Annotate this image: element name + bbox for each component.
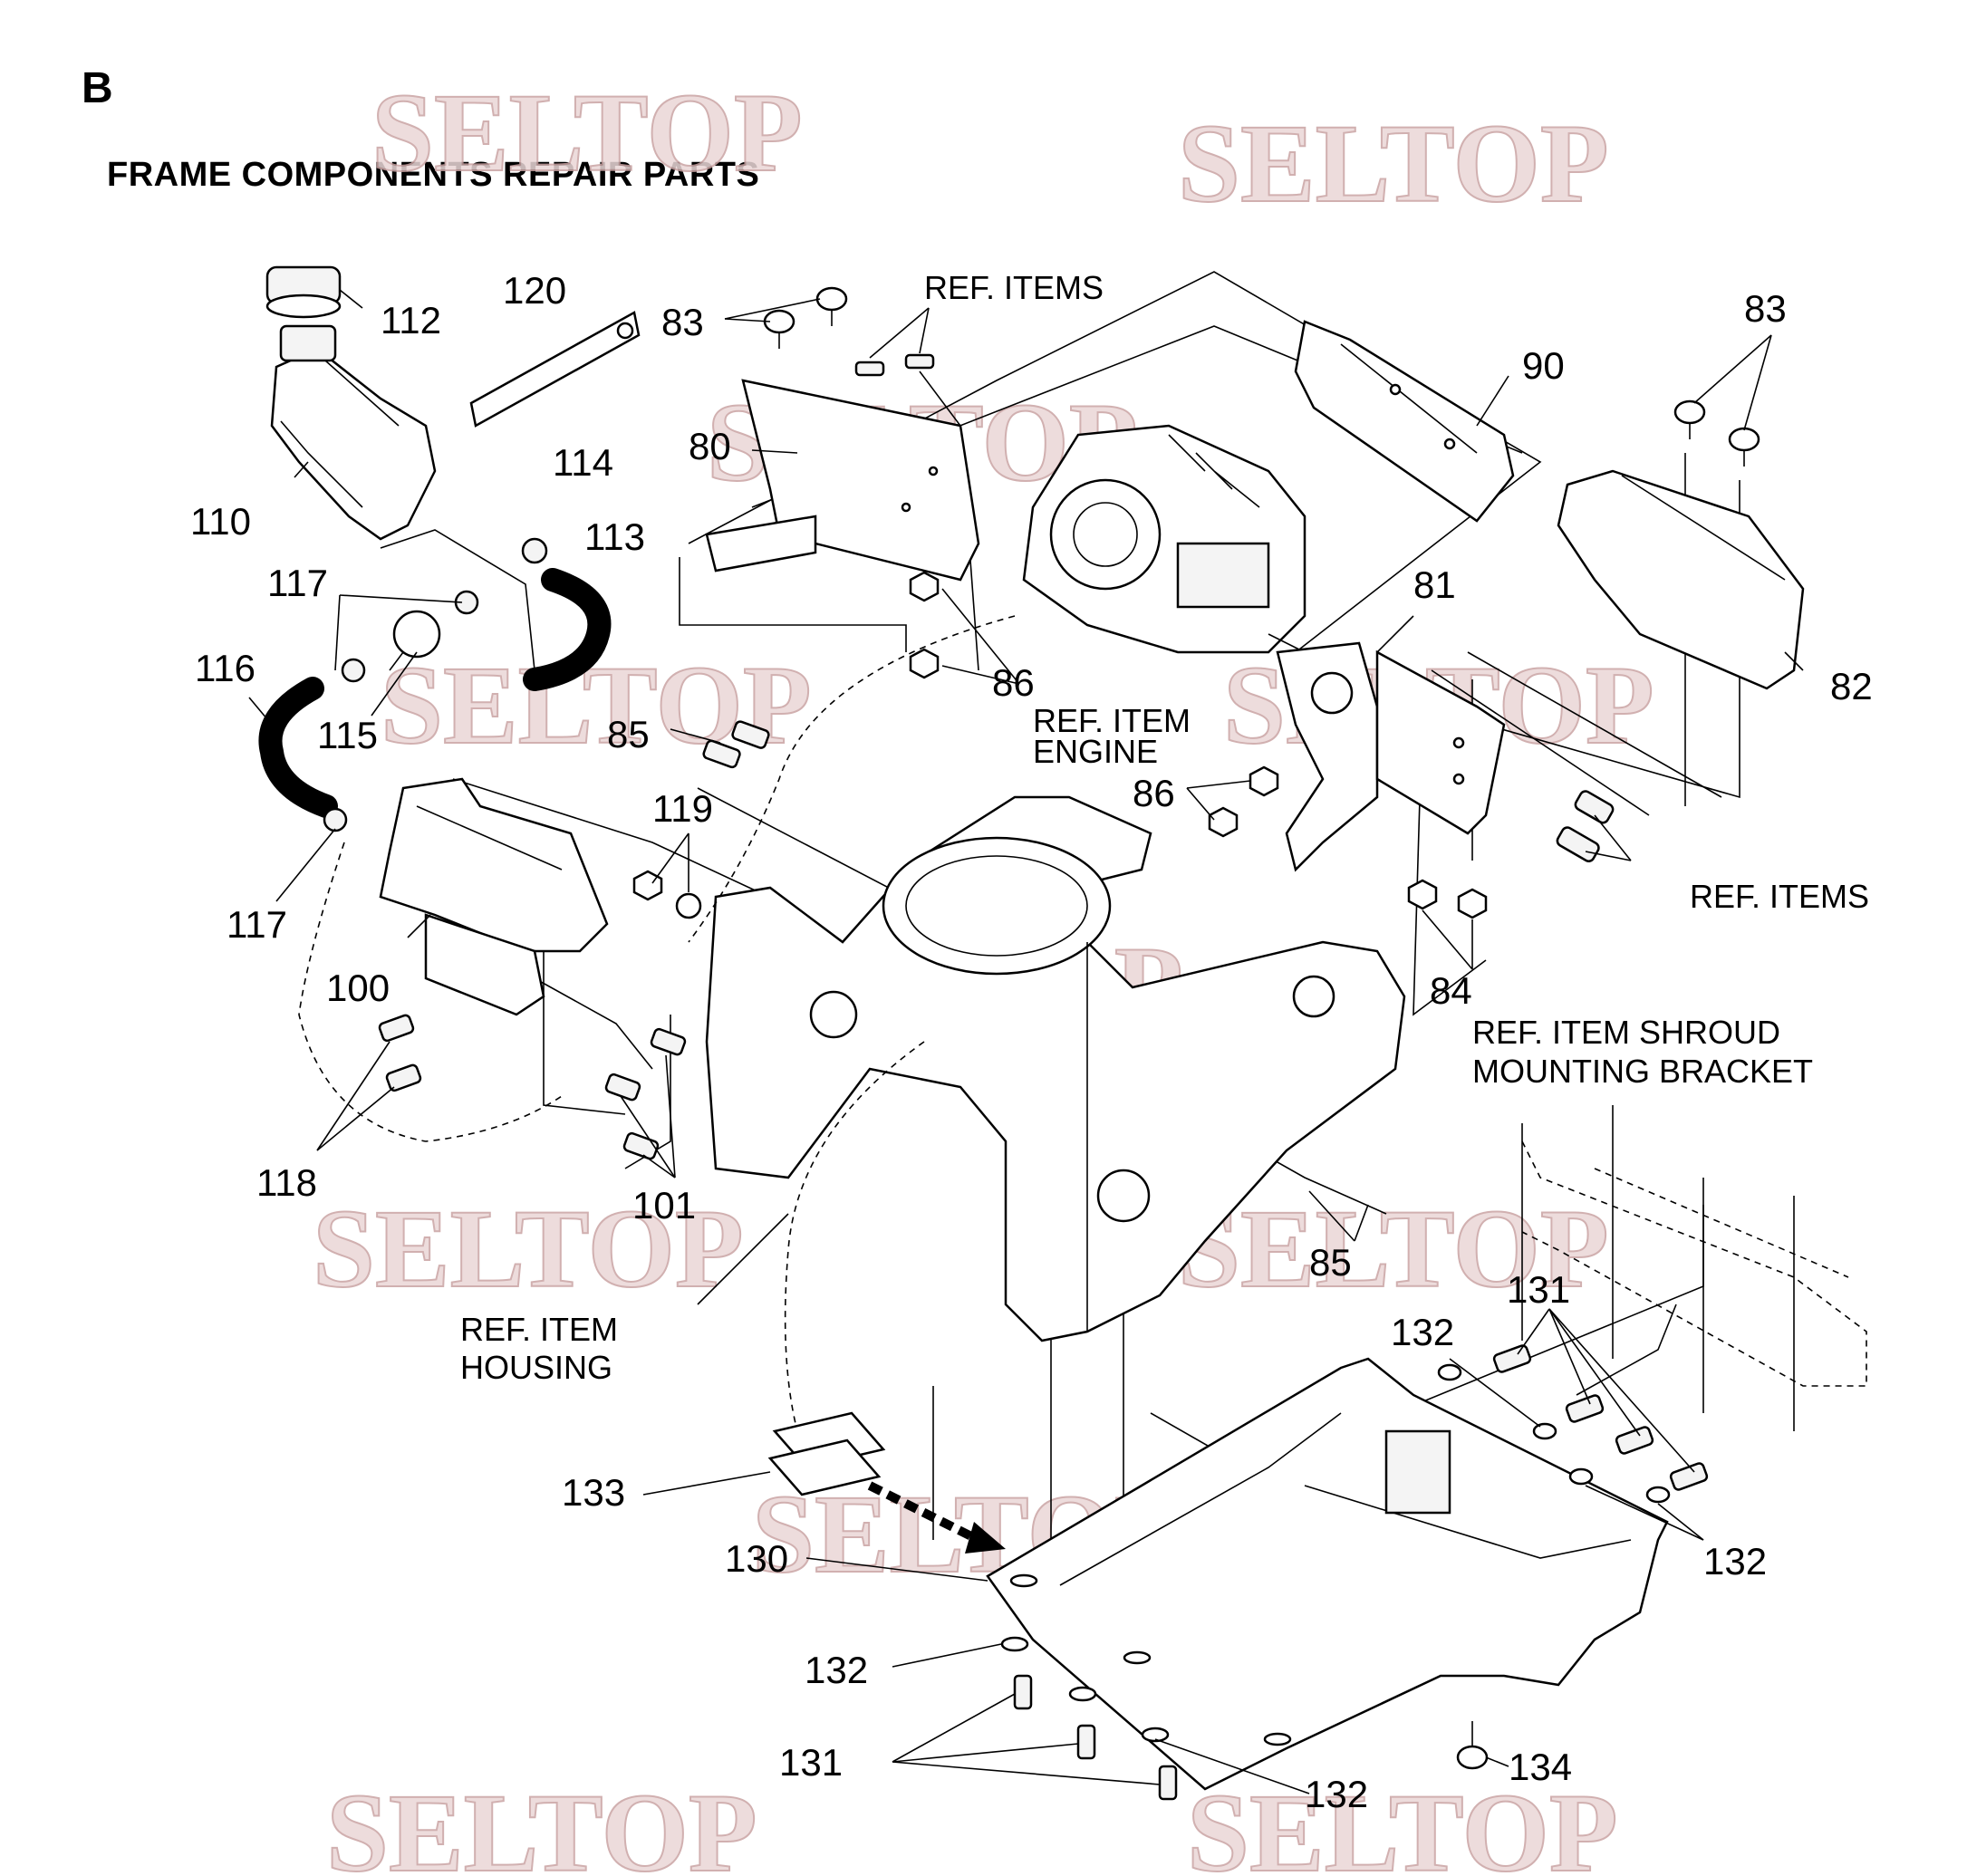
ref-shroud-line1: REF. ITEM SHROUD <box>1472 1014 1780 1051</box>
callout-80: 80 <box>689 425 731 467</box>
gas-cap <box>265 265 342 319</box>
ref-shroud-line2: MOUNTING BRACKET <box>1472 1053 1813 1090</box>
callout-113: 113 <box>584 515 645 558</box>
frame-housing <box>705 795 1406 1342</box>
watermark: SELTOP <box>381 643 812 767</box>
callout-133: 133 <box>562 1471 625 1514</box>
callout-101: 101 <box>632 1184 696 1227</box>
callout-112: 112 <box>381 299 441 342</box>
bolts-85-upper <box>702 720 770 769</box>
pads-133 <box>767 1411 1006 1554</box>
screw-83-group <box>763 286 848 349</box>
shroud-130 <box>986 1357 1669 1791</box>
callout-85: 85 <box>607 713 650 755</box>
callout-83: 83 <box>1744 287 1787 330</box>
callout-100: 100 <box>326 967 390 1009</box>
engine-ref <box>1022 424 1307 654</box>
callout-85: 85 <box>1309 1241 1352 1284</box>
watermark: SELTOP <box>326 1771 757 1876</box>
watermark: SELTOP <box>1178 1187 1609 1311</box>
callout-115: 115 <box>317 714 378 756</box>
watermark: SELTOP <box>313 1187 744 1311</box>
bracket-81 <box>1276 641 1506 872</box>
watermark: SELTOP <box>1178 101 1609 226</box>
nut-119-group <box>632 870 702 919</box>
callout-132: 132 <box>1305 1773 1368 1815</box>
fuel-tank <box>270 324 437 541</box>
callout-86: 86 <box>992 661 1035 704</box>
callout-132: 132 <box>805 1649 868 1691</box>
section-letter: B <box>82 64 113 112</box>
screw-83-right <box>1673 399 1760 467</box>
ref-housing-line1: REF. ITEM <box>460 1311 618 1348</box>
bolts-118-101 <box>378 1014 687 1160</box>
bracket-100 <box>379 777 609 1016</box>
bracket-80 <box>705 379 980 582</box>
nut-group <box>909 571 1488 919</box>
page-title: FRAME COMPONENTS REPAIR PARTS <box>107 156 760 194</box>
callout-82: 82 <box>1830 665 1873 707</box>
ref-items-right: REF. ITEMS <box>1690 878 1869 915</box>
callout-labels: 112 120 83 REF. ITEMS 90 83 110 114 113 … <box>190 269 1873 1815</box>
cover-82 <box>1557 469 1805 690</box>
callout-131: 131 <box>779 1741 843 1784</box>
ref-bolts-top <box>854 353 935 377</box>
tank-strap <box>469 311 641 428</box>
callout-114: 114 <box>553 441 613 484</box>
callout-118: 118 <box>256 1161 317 1204</box>
ref-engine-line1: REF. ITEM <box>1033 702 1191 739</box>
callout-116: 116 <box>195 647 256 689</box>
hardware-131-132-134 <box>1000 1344 1709 1801</box>
callout-110: 110 <box>190 500 251 543</box>
callout-132: 132 <box>1703 1540 1767 1583</box>
callout-90: 90 <box>1522 344 1565 387</box>
callout-131: 131 <box>1507 1268 1570 1311</box>
callout-83: 83 <box>661 301 704 343</box>
ref-housing-line2: HOUSING <box>460 1349 612 1386</box>
callout-86: 86 <box>1133 772 1175 814</box>
callout-120: 120 <box>503 269 566 312</box>
dashed-guides <box>298 615 1867 1432</box>
ref-bolts-right <box>1556 790 1615 862</box>
callout-119: 119 <box>652 787 713 830</box>
callout-117: 117 <box>227 903 287 946</box>
callout-130: 130 <box>725 1537 788 1580</box>
leader-lines <box>380 271 1795 1667</box>
callout-132: 132 <box>1391 1311 1454 1353</box>
callout-84: 84 <box>1430 969 1472 1012</box>
callout-117: 117 <box>267 562 328 604</box>
ref-items-top: REF. ITEMS <box>924 269 1104 306</box>
callout-134: 134 <box>1509 1746 1572 1788</box>
bracket-90 <box>1294 320 1515 523</box>
watermark: SELTOP <box>1187 1771 1618 1876</box>
watermark: SELTOP <box>371 71 803 195</box>
callout-81: 81 <box>1413 563 1456 606</box>
callout-leaders <box>248 289 1804 1794</box>
ref-engine-line2: ENGINE <box>1033 733 1158 770</box>
